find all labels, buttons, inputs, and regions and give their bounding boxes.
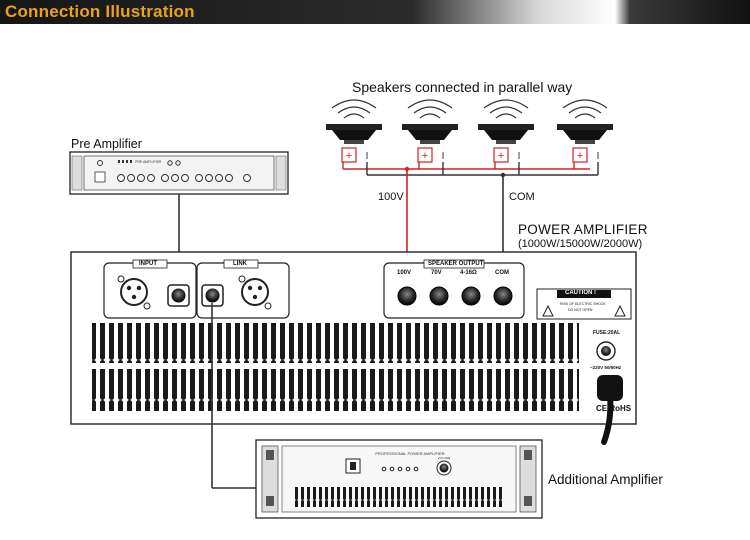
svg-text:I: I: [597, 151, 600, 162]
vent-slots-upper: [92, 323, 579, 363]
terminal-com-label: COM: [495, 270, 509, 276]
additional-amplifier-unit: PROFESSIONAL POWER AMPLIFIER VOLUME: [255, 439, 543, 519]
vent-slots-lower: [92, 369, 579, 411]
header-bar: Connection Illustration: [0, 0, 750, 24]
speaker-output-label: SPEAKER OUTPUT: [428, 261, 484, 267]
pre-amplifier-unit: PRE AMPLIFIER: [69, 151, 289, 296]
speaker-1: + I: [326, 99, 382, 163]
page-title: Connection Illustration: [5, 2, 195, 21]
power-cord: [597, 375, 623, 445]
pre-amp-model-text: PRE AMPLIFIER: [135, 160, 162, 164]
svg-text:+: +: [577, 150, 583, 162]
caution-title: CAUTION !: [565, 290, 596, 296]
speakers-caption: Speakers connected in parallel way: [352, 79, 573, 95]
caution-label: [536, 288, 632, 320]
additional-amp-vent: [293, 487, 505, 507]
caution-text-1: RISK OF ELECTRIC SHOCK: [560, 302, 606, 306]
additional-amplifier-label: Additional Amplifier: [548, 472, 663, 487]
fuse-holder[interactable]: [596, 341, 616, 361]
input-panel-label: INPUT: [139, 261, 157, 267]
svg-text:I: I: [366, 151, 369, 162]
speaker-bus-wires: [342, 162, 599, 178]
caution-text-2: DO NOT OPEN: [568, 308, 593, 312]
speaker-4: + I: [557, 99, 613, 163]
volume-knob[interactable]: [436, 460, 452, 476]
speaker-2: + I: [402, 99, 458, 163]
input-xlr-connector[interactable]: [117, 275, 151, 310]
speaker-output-terminals[interactable]: [397, 286, 513, 306]
line-100v-label: 100V: [378, 191, 404, 203]
speaker-3: + I: [478, 99, 534, 163]
terminal-100v-label: 100V: [397, 270, 412, 276]
svg-text:+: +: [422, 150, 428, 162]
link-jack-connector[interactable]: [201, 284, 224, 307]
terminal-70v-label: 70V: [431, 270, 442, 276]
volume-label: VOLUME: [438, 456, 451, 460]
terminal-4-16-label: 4-16Ω: [460, 270, 477, 276]
svg-text:I: I: [442, 151, 445, 162]
input-jack-connector[interactable]: [167, 284, 190, 307]
additional-amp-model-text: PROFESSIONAL POWER AMPLIFIER: [375, 451, 444, 456]
mains-label: ~220V 50/60Hz: [590, 365, 622, 370]
power-amplifier-panel: [70, 251, 637, 445]
svg-text:+: +: [498, 150, 504, 162]
link-xlr-connector[interactable]: [238, 275, 272, 310]
fuse-label: FUSE:20AL: [593, 330, 621, 336]
link-panel-label: LINK: [233, 261, 247, 267]
pre-amplifier-label: Pre Amplifier: [71, 137, 142, 151]
svg-text:+: +: [346, 150, 352, 162]
line-com-label: COM: [509, 191, 535, 203]
power-amplifier-models: (1000W/15000W/2000W): [518, 238, 643, 250]
certification-marks: CE RoHS: [596, 404, 632, 413]
svg-text:I: I: [518, 151, 521, 162]
power-amplifier-label: POWER AMPLIFIER: [518, 222, 648, 237]
